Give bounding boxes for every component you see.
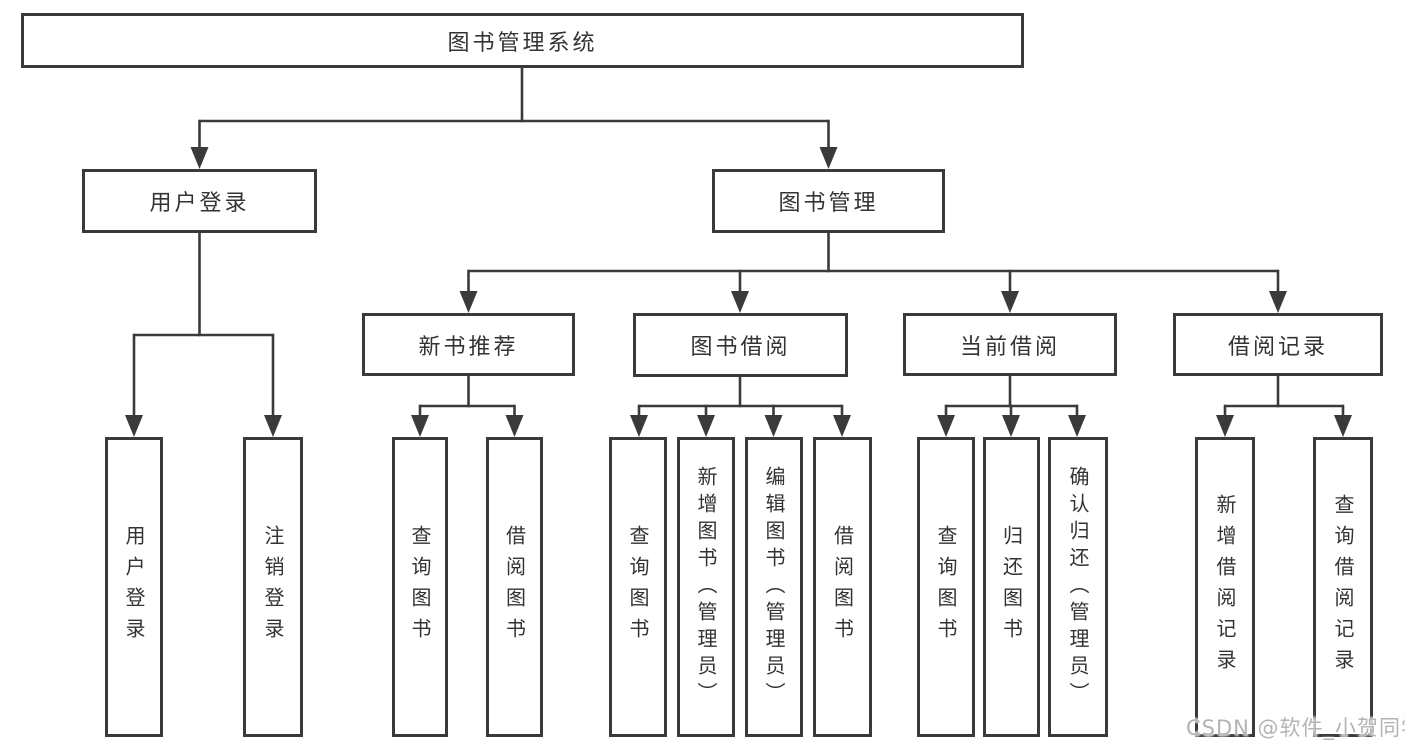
node-leaf-add-book-admin: 新增图书（管理员） [677, 437, 735, 737]
node-new-book-recommend: 新书推荐 [362, 313, 575, 376]
connector-book-borrow-to-leaves [630, 377, 851, 437]
node-leaf-borrow-books-1-label: 借阅图书 [502, 525, 527, 649]
connector-root-to-level2 [190, 68, 838, 169]
node-leaf-confirm-return-admin: 确认归还（管理员） [1048, 437, 1108, 737]
node-leaf-edit-book-admin-label: 编辑图书（管理员） [762, 465, 786, 709]
node-current-borrow: 当前借阅 [903, 313, 1117, 376]
node-current-borrow-label: 当前借阅 [959, 334, 1060, 360]
node-leaf-query-borrow-record-label: 查询借阅记录 [1331, 494, 1355, 680]
node-leaf-user-login-label: 用户登录 [122, 525, 146, 649]
node-user-login-label: 用户登录 [149, 191, 250, 216]
connector-book-management-to-level3 [459, 233, 1287, 313]
node-book-borrow-label: 图书借阅 [690, 335, 791, 360]
node-leaf-confirm-return-admin-label: 确认归还（管理员） [1066, 465, 1090, 709]
node-leaf-query-books-3-label: 查询图书 [934, 525, 958, 649]
node-leaf-return-book-label: 归还图书 [999, 525, 1024, 649]
node-borrow-records: 借阅记录 [1173, 313, 1383, 376]
connector-current-borrow-to-leaves [937, 376, 1086, 437]
node-leaf-borrow-books-1: 借阅图书 [486, 437, 543, 737]
node-leaf-edit-book-admin: 编辑图书（管理员） [745, 437, 803, 737]
node-leaf-borrow-books-2: 借阅图书 [813, 437, 872, 737]
connector-borrow-records-to-leaves [1216, 376, 1352, 437]
watermark: CSDN @软件_小贺同学 [1186, 716, 1405, 740]
node-leaf-add-borrow-record: 新增借阅记录 [1195, 437, 1255, 737]
node-new-book-recommend-label: 新书推荐 [418, 334, 519, 360]
node-leaf-user-login: 用户登录 [105, 437, 163, 737]
connector-user-login-to-leaves [125, 233, 282, 437]
node-user-login: 用户登录 [82, 169, 317, 233]
node-leaf-query-borrow-record: 查询借阅记录 [1313, 437, 1373, 737]
node-leaf-query-books-1-label: 查询图书 [408, 525, 432, 649]
node-leaf-add-borrow-record-label: 新增借阅记录 [1213, 494, 1237, 680]
node-borrow-records-label: 借阅记录 [1227, 334, 1328, 360]
node-leaf-query-books-3: 查询图书 [917, 437, 975, 737]
connector-new-book-rec-to-leaves [411, 376, 524, 437]
node-book-borrow: 图书借阅 [633, 313, 848, 377]
node-root: 图书管理系统 [21, 13, 1024, 68]
node-root-label: 图书管理系统 [447, 30, 598, 56]
node-book-management-label: 图书管理 [778, 191, 879, 216]
node-leaf-add-book-admin-label: 新增图书（管理员） [694, 465, 718, 709]
node-leaf-query-books-2: 查询图书 [609, 437, 667, 737]
node-leaf-logout-label: 注销登录 [261, 525, 285, 649]
node-leaf-logout: 注销登录 [243, 437, 303, 737]
node-leaf-borrow-books-2-label: 借阅图书 [830, 525, 855, 649]
node-leaf-query-books-2-label: 查询图书 [626, 525, 650, 649]
node-leaf-query-books-1: 查询图书 [392, 437, 448, 737]
node-leaf-return-book: 归还图书 [983, 437, 1040, 737]
node-book-management: 图书管理 [712, 169, 945, 233]
